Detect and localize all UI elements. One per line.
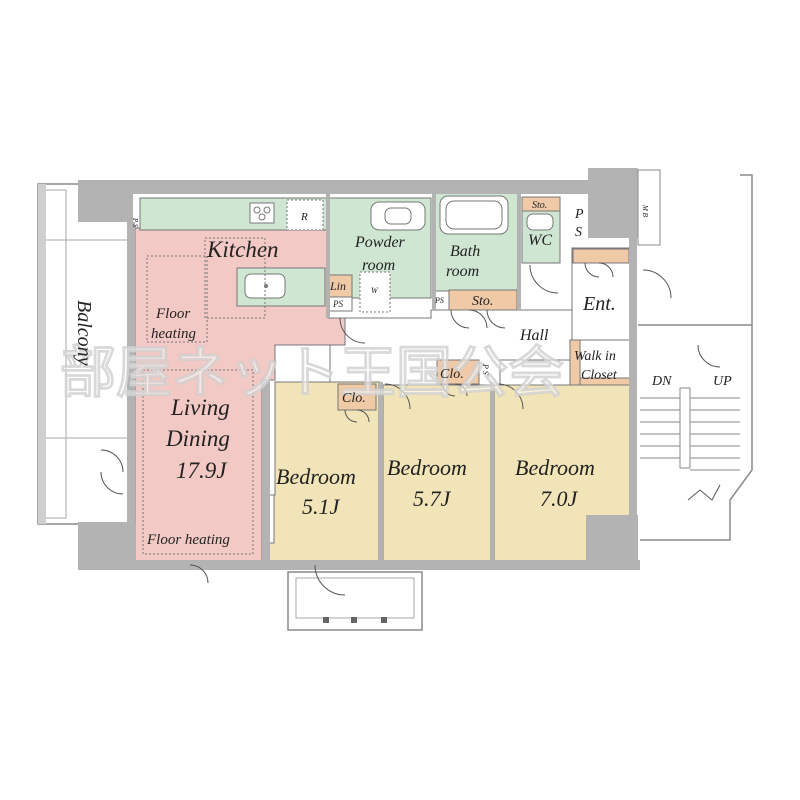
balcony-label: Balcony bbox=[73, 300, 95, 366]
balcony bbox=[37, 183, 131, 525]
wc-label: WC bbox=[528, 232, 552, 249]
hall-floor bbox=[329, 309, 576, 386]
floor-heating-label-1b: heating bbox=[151, 326, 196, 342]
walk-in-closet-label-1: Walk in bbox=[574, 349, 616, 364]
storage-wc-label: Sto. bbox=[532, 200, 547, 211]
storage-bath-label: Sto. bbox=[472, 294, 493, 309]
bedroom-1-label: Bedroom bbox=[276, 464, 356, 489]
doors bbox=[100, 262, 721, 596]
bedroom-3-area: 7.0J bbox=[540, 486, 579, 511]
closet-bedroom-1-label: Clo. bbox=[342, 391, 366, 406]
floor-heating-label-2: Floor heating bbox=[146, 532, 230, 548]
powder-room-label-2: room bbox=[362, 257, 395, 274]
walk-in-closet-label-2: Closet bbox=[581, 368, 618, 383]
bedroom-2-label: Bedroom bbox=[387, 455, 467, 480]
bedroom-3-label: Bedroom bbox=[515, 455, 595, 480]
mb-label: M B bbox=[641, 204, 649, 218]
stairwell bbox=[637, 169, 753, 541]
entrance-label: Ent. bbox=[582, 293, 616, 315]
kitchen-label: Kitchen bbox=[206, 237, 279, 262]
powder-room-label-1: Powder bbox=[354, 234, 406, 251]
bath-room-label-1: Bath bbox=[450, 243, 480, 260]
watermark: 部屋ネット王国公会 bbox=[60, 341, 564, 406]
stair-up-label: UP bbox=[713, 374, 732, 389]
floor-heating-label-1a: Floor bbox=[155, 306, 190, 322]
stair-down-label: DN bbox=[651, 374, 672, 389]
ps-wc-label-p: P bbox=[574, 207, 584, 222]
living-area: 17.9J bbox=[176, 458, 228, 483]
bath-room-label-2: room bbox=[446, 263, 479, 280]
bedroom-2-floor bbox=[382, 384, 492, 566]
walls bbox=[78, 168, 640, 570]
ps-bath-label: PS bbox=[434, 296, 444, 305]
ps-kitchen-label: P S bbox=[131, 217, 139, 228]
refrigerator-label: R bbox=[300, 211, 308, 223]
bedroom-2-area: 5.7J bbox=[413, 486, 452, 511]
living-label-1: Living bbox=[170, 395, 230, 420]
living-label-2: Dining bbox=[165, 426, 230, 451]
ps-wc-label-s: S bbox=[575, 225, 582, 240]
linen-label: Lin bbox=[329, 279, 346, 293]
bedroom-1-area: 5.1J bbox=[302, 494, 341, 519]
washer-label: W bbox=[371, 286, 379, 295]
closet-bedroom-2-label: Clo. bbox=[440, 367, 464, 382]
ps-label: PS bbox=[332, 299, 343, 309]
ps-hall-label: P S bbox=[481, 363, 490, 375]
hall-label: Hall bbox=[519, 327, 549, 344]
